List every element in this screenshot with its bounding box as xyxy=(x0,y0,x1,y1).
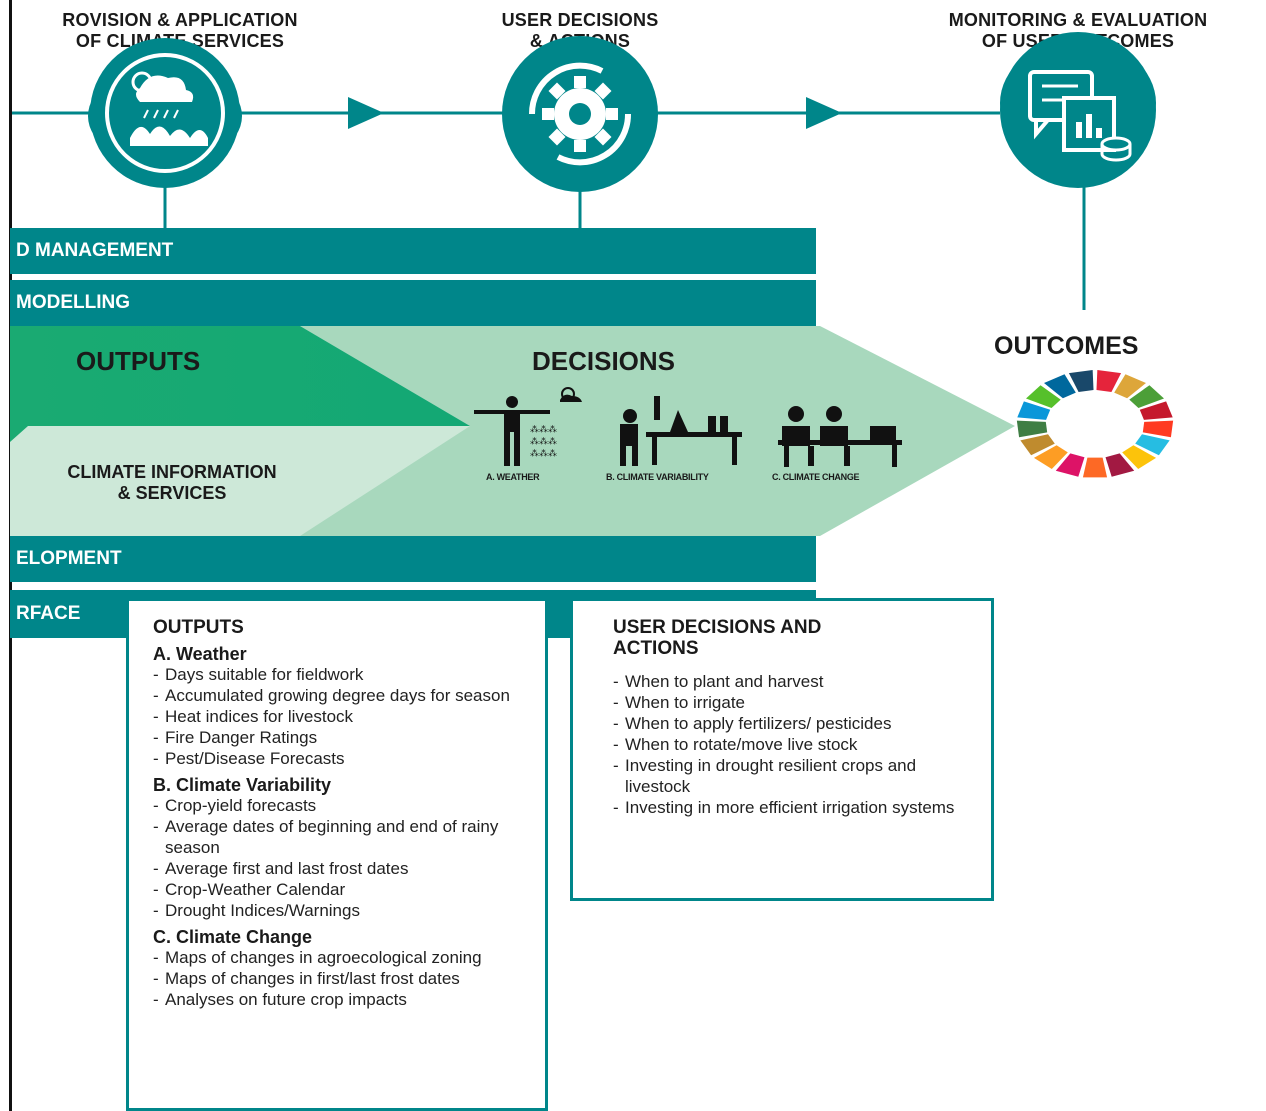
list-item: Days suitable for fieldwork xyxy=(153,664,533,685)
sdg-segment xyxy=(1055,453,1085,477)
arrow-right-2 xyxy=(806,97,842,129)
list-item: Average first and last frost dates xyxy=(153,858,533,879)
outputs-change-list: Maps of changes in agroecological zoning… xyxy=(153,947,533,1010)
sdg-segment xyxy=(1142,420,1174,438)
list-item: Pest/Disease Forecasts xyxy=(153,748,533,769)
outcomes-label: OUTCOMES xyxy=(994,332,1139,360)
sdg-segment xyxy=(1129,385,1165,408)
list-item: Crop-yield forecasts xyxy=(153,795,533,816)
sdg-wheel-icon xyxy=(1016,370,1174,478)
svg-text:⁂⁂⁂: ⁂⁂⁂ xyxy=(530,448,557,459)
sdg-segment xyxy=(1082,457,1108,478)
list-item: Heat indices for livestock xyxy=(153,706,533,727)
list-item: Maps of changes in agroecological zoning xyxy=(153,947,533,968)
svg-text:⁂⁂⁂: ⁂⁂⁂ xyxy=(530,424,557,435)
outputs-section-heading: C. Climate Change xyxy=(153,927,313,947)
sdg-segment xyxy=(1068,370,1094,392)
sdg-segment xyxy=(1096,370,1122,392)
list-item: Investing in drought resilient crops and… xyxy=(613,755,977,797)
decisions-box-title: USER DECISIONS AND ACTIONS xyxy=(613,617,822,659)
icon-label-variability: B. CLIMATE VARIABILITY xyxy=(606,472,709,482)
farmer-weather-icon: ⁂⁂⁂ ⁂⁂⁂ ⁂⁂⁂ xyxy=(474,387,582,466)
outputs-section-heading: A. Weather xyxy=(153,644,247,664)
band-management: D MANAGEMENT xyxy=(10,228,816,274)
list-item: When to apply fertilizers/ pesticides xyxy=(613,713,977,734)
heading-provision: ROVISION & APPLICATION OF CLIMATE SERVIC… xyxy=(62,10,298,51)
icon-label-change: C. CLIMATE CHANGE xyxy=(772,472,860,482)
list-item: Crop-Weather Calendar xyxy=(153,879,533,900)
list-item: Maps of changes in first/last frost date… xyxy=(153,968,533,989)
user-decisions-detail-box: USER DECISIONS AND ACTIONS When to plant… xyxy=(570,598,994,901)
outputs-section-heading: B. Climate Variability xyxy=(153,775,332,795)
sdg-segment xyxy=(1025,385,1061,408)
list-item: Drought Indices/Warnings xyxy=(153,900,533,921)
outputs-detail-box: OUTPUTS A. Weather Days suitable for fie… xyxy=(126,598,548,1111)
decision-icons: ⁂⁂⁂ ⁂⁂⁂ ⁂⁂⁂ xyxy=(474,387,902,467)
svg-text:⁂⁂⁂: ⁂⁂⁂ xyxy=(530,436,557,447)
flow-decisions-label: DECISIONS xyxy=(532,346,676,376)
decisions-list: When to plant and harvest When to irriga… xyxy=(613,671,977,818)
climate-services-circle-bg xyxy=(90,38,240,188)
arrow-right-1 xyxy=(348,97,384,129)
list-item: Investing in more efficient irrigation s… xyxy=(613,797,977,818)
sdg-segment xyxy=(1044,374,1076,399)
outputs-weather-list: Days suitable for fieldwork Accumulated … xyxy=(153,664,533,769)
sdg-segment xyxy=(1016,420,1048,438)
sun-rain-plants-icon xyxy=(105,53,225,173)
list-item: When to plant and harvest xyxy=(613,671,977,692)
sdg-segment xyxy=(1114,374,1146,399)
icon-label-weather: A. WEATHER xyxy=(486,472,540,482)
outputs-variability-list: Crop-yield forecasts Average dates of be… xyxy=(153,795,533,921)
lab-variability-icon xyxy=(620,396,742,466)
sdg-segment xyxy=(1105,453,1135,477)
list-item: Fire Danger Ratings xyxy=(153,727,533,748)
list-item: Analyses on future crop impacts xyxy=(153,989,533,1010)
sdg-segment xyxy=(1033,445,1068,470)
list-item: Accumulated growing degree days for seas… xyxy=(153,685,533,706)
monitoring-report-icon xyxy=(1028,70,1132,162)
flow-outputs-label: OUTPUTS xyxy=(76,346,201,376)
list-item: Average dates of beginning and end of ra… xyxy=(153,816,533,858)
meeting-climate-change-icon xyxy=(778,406,902,467)
sdg-segment xyxy=(1122,445,1157,470)
sdg-segment xyxy=(1139,401,1173,420)
band-development: ELOPMENT xyxy=(10,536,816,582)
list-item: When to rotate/move live stock xyxy=(613,734,977,755)
sdg-segment xyxy=(1135,434,1170,456)
sdg-segment xyxy=(1017,401,1051,420)
gear-cycle-icon xyxy=(528,62,632,166)
sdg-segment xyxy=(1020,434,1055,456)
flow-climate-info-label: CLIMATE INFORMATION & SERVICES xyxy=(67,462,277,503)
band-modelling: MODELLING xyxy=(10,280,816,326)
list-item: When to irrigate xyxy=(613,692,977,713)
outputs-box-title: OUTPUTS xyxy=(153,617,244,638)
